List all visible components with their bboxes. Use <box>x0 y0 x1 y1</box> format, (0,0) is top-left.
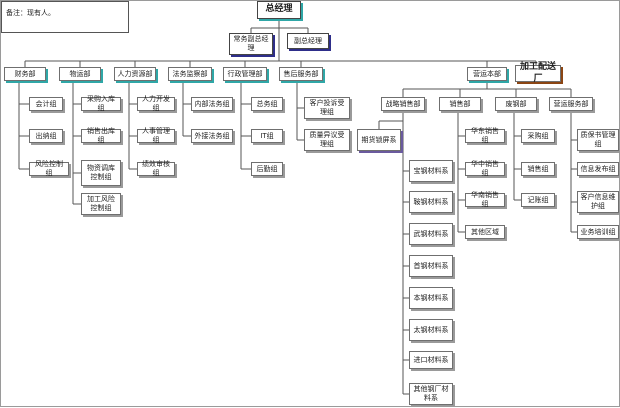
general-manager-box: 总经理 <box>257 1 301 19</box>
legal-item: 外接法务组 <box>191 129 233 143</box>
scrap-item: 采购组 <box>521 129 555 143</box>
strategic-item: 进口材料系 <box>409 351 453 369</box>
procurement-item: 物资调库控制组 <box>81 160 121 186</box>
procurement-item: 加工风险控制组 <box>81 193 121 215</box>
sales-item: 华东销售组 <box>465 127 505 144</box>
note-box: 备注：现有人。 <box>1 1 129 33</box>
hr-item: 绩效审核组 <box>137 160 175 177</box>
legal-item: 内部法务组 <box>191 97 233 111</box>
finance-item: 会计组 <box>29 97 63 111</box>
operation-sub-sales: 销售部 <box>439 97 481 111</box>
vp-box: 副总经理 <box>287 33 329 49</box>
operation-sub-strategic: 战略销售部 <box>381 97 425 111</box>
dept-aftersales: 售后服务部 <box>279 67 323 81</box>
strategic-item: 宝钢材料系 <box>409 160 453 182</box>
sales-item: 华南销售组 <box>465 191 505 208</box>
strategic-item: 本钢材料系 <box>409 287 453 309</box>
strategic-item: 武钢材料系 <box>409 223 453 245</box>
finance-item: 风险控制组 <box>29 160 69 177</box>
dept-finance: 财务部 <box>4 67 46 81</box>
aftersales-item: 客户投诉受理组 <box>304 97 350 119</box>
finance-item: 出纳组 <box>29 129 63 143</box>
service-item: 质保书管理组 <box>577 129 619 151</box>
service-item: 客户信息维护组 <box>577 191 619 213</box>
dept-procurement: 物运部 <box>59 67 101 81</box>
service-item: 业务培训组 <box>577 225 619 239</box>
admin-item: IT组 <box>251 129 283 143</box>
operation-sub-scrap: 废钢部 <box>495 97 537 111</box>
dept-legal: 法务监察部 <box>168 67 212 81</box>
strategic-item: 太钢材料系 <box>409 319 453 341</box>
strategic-item: 其他钢厂材料系 <box>409 383 453 405</box>
futures-box: 期货锁屏系 <box>357 129 401 151</box>
admin-item: 总务组 <box>251 97 283 111</box>
scrap-item: 销售组 <box>521 162 555 176</box>
operation-sub-service: 营运服务部 <box>549 97 593 111</box>
dept-processing: 加工配送厂 <box>515 62 561 84</box>
dept-admin: 行政管理部 <box>223 67 267 81</box>
aftersales-item: 质量异议受理组 <box>304 129 350 151</box>
sales-item: 华中销售组 <box>465 160 505 177</box>
strategic-item: 鞍钢材料系 <box>409 191 453 213</box>
strategic-item: 首钢材料系 <box>409 255 453 277</box>
procurement-item: 销售出库组 <box>81 127 121 144</box>
scrap-item: 记账组 <box>521 193 555 207</box>
hr-item: 人力开发组 <box>137 95 175 112</box>
note-text: 备注：现有人。 <box>6 9 55 17</box>
hr-item: 人事管理组 <box>137 127 175 144</box>
dept-operation: 营运本部 <box>467 67 507 81</box>
dept-hr: 人力资源部 <box>114 67 156 81</box>
service-item: 信息发布组 <box>577 162 619 176</box>
sales-item: 其他区域 <box>465 225 505 239</box>
admin-item: 后勤组 <box>251 162 283 176</box>
procurement-item: 采购入库组 <box>81 95 121 112</box>
executive-vp-box: 常务副总经理 <box>229 33 273 55</box>
